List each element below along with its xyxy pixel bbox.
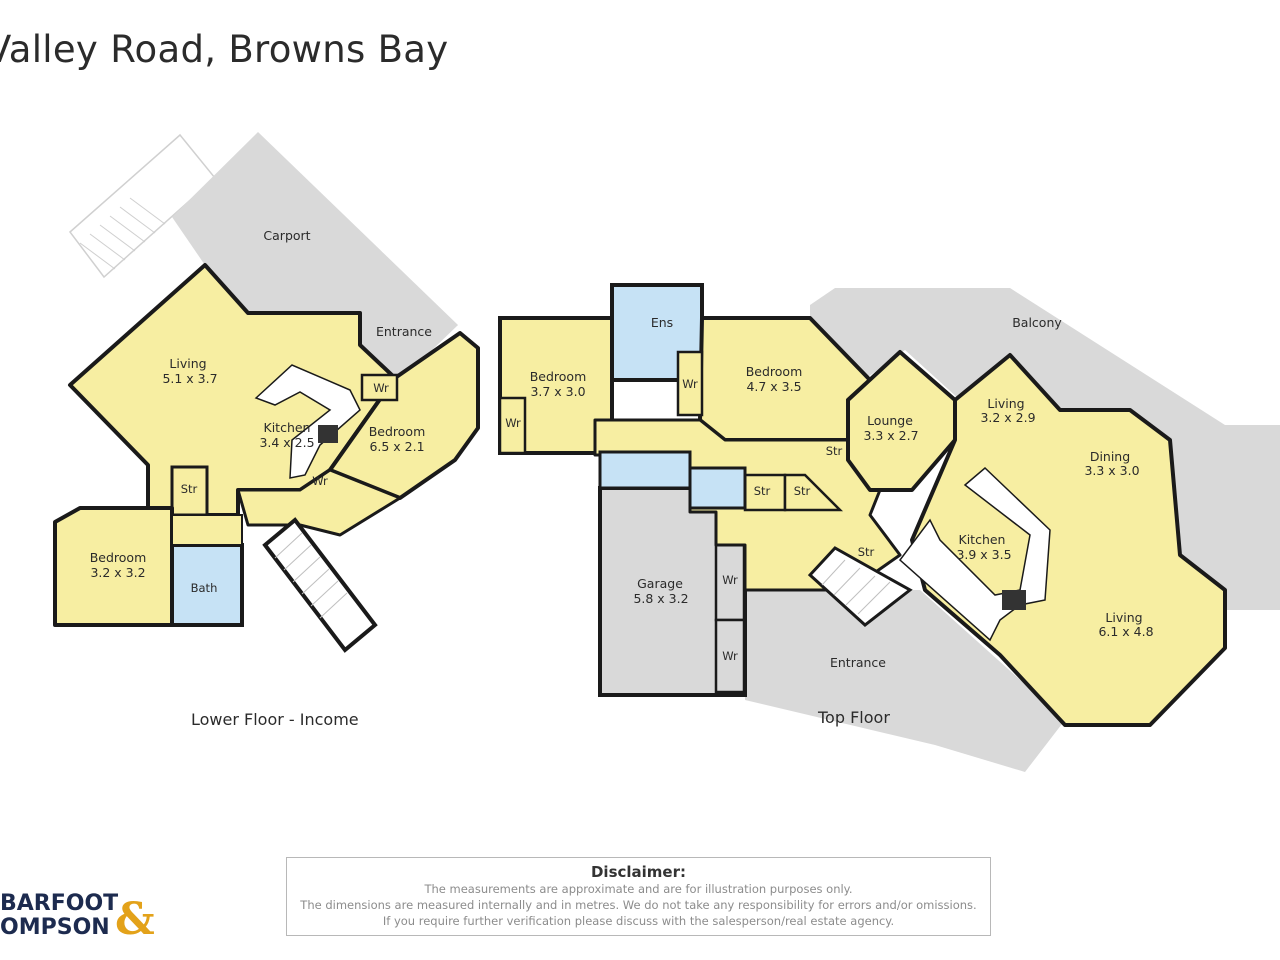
disclaimer-line-1: The measurements are approximate and are… (424, 882, 853, 896)
entrance-lower (362, 313, 458, 378)
entrance-top-label: Entrance (830, 655, 886, 670)
agency-logo: BARFOOT OMPSON & (0, 891, 155, 940)
carport-label: Carport (263, 228, 310, 243)
logo-line-2: OMPSON (0, 915, 110, 940)
garage-label: Garage (637, 576, 683, 591)
stairs-lower (262, 517, 378, 653)
str-top-c-label: Str (826, 444, 843, 458)
bedroom-top-b-dims: 4.7 x 3.5 (746, 379, 801, 394)
dining-label: Dining (1090, 449, 1130, 464)
str-top-d-label: Str (858, 545, 875, 559)
bedroom-top-b-label: Bedroom (746, 364, 803, 379)
lounge (846, 350, 957, 492)
wr-garage-b (714, 618, 746, 694)
disclaimer-title: Disclaimer: (590, 863, 687, 881)
disclaimer-line-3: If you require further verification plea… (382, 914, 895, 928)
bathroom-top-small (688, 466, 747, 510)
wr-lower-a (360, 373, 399, 402)
hall-lower (236, 468, 402, 537)
living-top-a-label: Living (987, 396, 1024, 411)
wr-garage-a-label: Wr (722, 573, 738, 587)
garage-dims: 5.8 x 3.2 (633, 591, 688, 606)
str-lower-label: Str (181, 482, 198, 496)
lower-floor-caption: Lower Floor - Income (191, 710, 359, 729)
passage-lower (171, 514, 243, 546)
bath-lower-label: Bath (191, 581, 218, 595)
bedroom-lower-b-label: Bedroom (90, 550, 147, 565)
carport (172, 132, 458, 375)
str-top-a-label: Str (754, 484, 771, 498)
top-floor-caption: Top Floor (818, 708, 890, 727)
wr-top-bed-b (676, 350, 704, 417)
kitchen-lower-dims: 3.4 x 2.5 (259, 435, 314, 450)
bath-lower (170, 543, 244, 627)
logo-ampersand: & (115, 894, 155, 940)
wr-top-bed-a-label: Wr (505, 416, 521, 430)
lounge-dims: 3.3 x 2.7 (863, 428, 918, 443)
bedroom-lower-a-dims: 6.5 x 2.1 (369, 439, 424, 454)
wr-lower-a-label: Wr (373, 381, 389, 395)
kitchen-top-label: Kitchen (959, 532, 1006, 547)
lower-floor: Carport Entrance Living 5.1 x 3.7 Kitche… (53, 132, 480, 653)
wr-garage-b-label: Wr (722, 649, 738, 663)
entrance-top (745, 590, 1065, 772)
wr-top-bed-a (498, 396, 527, 455)
living-top-a-dims: 3.2 x 2.9 (980, 410, 1035, 425)
dining-dims: 3.3 x 3.0 (1084, 463, 1139, 478)
living-top-b-label: Living (1105, 610, 1142, 625)
disclaimer-box: Disclaimer: The measurements are approxi… (286, 857, 991, 936)
str-top-b-label: Str (794, 484, 811, 498)
logo-line-1: BARFOOT (0, 891, 118, 916)
top-floor: Ens Balcony Bedroom 3.7 x 3.0 Bedroom 4.… (498, 283, 1280, 772)
ensuite-label: Ens (651, 315, 673, 330)
toilet-room-top (598, 450, 692, 490)
living-lower-label: Living (169, 356, 206, 371)
bedroom-lower-b-dims: 3.2 x 3.2 (90, 565, 145, 580)
kitchen-bench-lower (254, 364, 361, 479)
living-lower-dims: 5.1 x 3.7 (162, 371, 217, 386)
bedroom-top-a-dims: 3.7 x 3.0 (530, 384, 585, 399)
page-title: Valley Road, Browns Bay (0, 28, 449, 71)
lounge-label: Lounge (867, 413, 913, 428)
str-top-b (783, 473, 844, 512)
living-top-b-dims: 6.1 x 4.8 (1098, 624, 1153, 639)
kitchen-top-dims: 3.9 x 3.5 (956, 547, 1011, 562)
wr-lower-b-label: Wr (312, 474, 328, 488)
cooktop-top (1002, 590, 1026, 610)
bedroom-lower-a-label: Bedroom (369, 424, 426, 439)
disclaimer-line-2: The dimensions are measured internally a… (300, 898, 977, 912)
entrance-lower-label: Entrance (376, 324, 432, 339)
wr-top-bed-b-label: Wr (682, 377, 698, 391)
stairs-top (807, 546, 913, 627)
kitchen-lower-label: Kitchen (264, 420, 311, 435)
balcony-label: Balcony (1012, 315, 1062, 330)
bedroom-top-a-label: Bedroom (530, 369, 587, 384)
cooktop-lower (318, 425, 338, 443)
balcony (810, 288, 1280, 610)
